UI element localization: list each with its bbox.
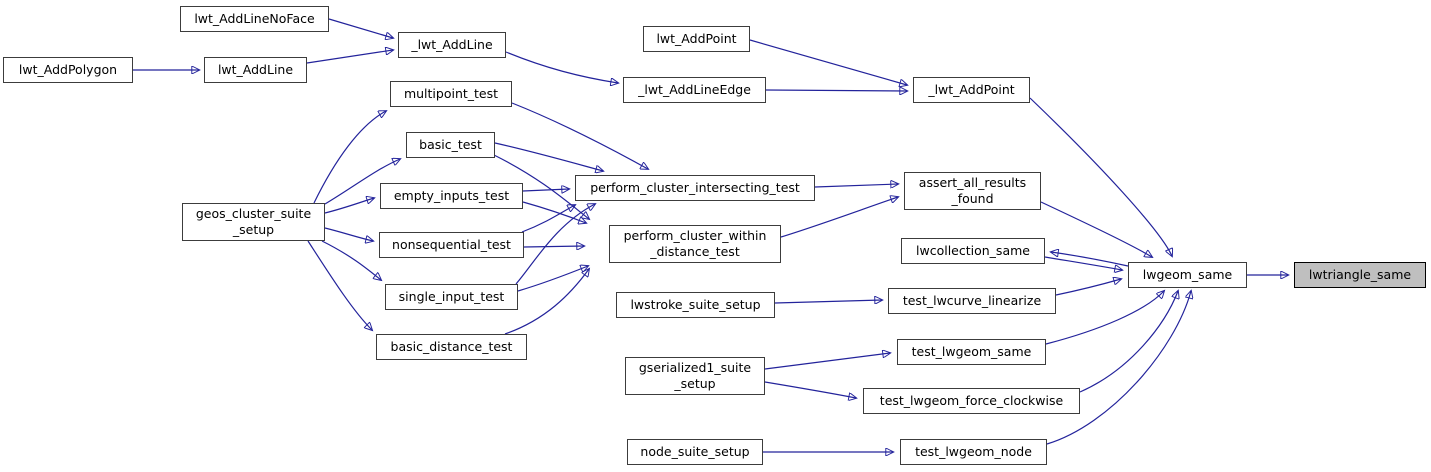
edge-test-lwcurve-linearize-to-lwgeom-same: [1055, 279, 1121, 296]
node-lwt-addpoint[interactable]: lwt_AddPoint: [643, 26, 750, 52]
edge-geos-cluster-suite-setup-to-empty-inputs-test: [324, 198, 374, 214]
node-label: test_lwgeom_force_clockwise: [879, 392, 1064, 408]
edge-test-lwgeom-force-clockwise-to-lwgeom-same: [1079, 291, 1178, 393]
node-lwt-addlinenoface[interactable]: lwt_AddLineNoFace: [180, 6, 329, 32]
edge-test-lwgeom-node-to-lwgeom-same: [1046, 291, 1191, 445]
node-label: lwt_AddPoint: [656, 30, 737, 46]
edge-basic-distance-test-to-perform-cluster-within-distance-test: [504, 269, 589, 335]
edge-lwcollection-same-to-lwgeom-same: [1044, 256, 1122, 270]
node-label: lwt_AddPolygon: [18, 61, 118, 77]
node-gserialized1-suite-setup[interactable]: gserialized1_suite _setup: [625, 357, 765, 395]
edge-geos-cluster-suite-setup-to-nonsequential-test: [324, 227, 373, 241]
edge-geos-cluster-suite-setup-to-basic-distance-test: [307, 240, 372, 330]
node-test-lwcurve-linearize[interactable]: test_lwcurve_linearize: [888, 288, 1056, 314]
node-test-lwgeom-same[interactable]: test_lwgeom_same: [897, 339, 1046, 365]
edge-perform-cluster-intersecting-test-to-assert-all-results-found: [814, 184, 898, 187]
edge-lwstroke-suite-setup-to-test-lwcurve-linearize: [774, 300, 882, 303]
node-label: _lwt_AddPoint: [928, 81, 1015, 97]
node-basic-test[interactable]: basic_test: [406, 132, 495, 158]
node-label: test_lwcurve_linearize: [902, 292, 1042, 308]
node-label: multipoint_test: [403, 85, 499, 101]
node-label: lwt_AddLineNoFace: [194, 10, 315, 26]
node-label: lwcollection_same: [916, 242, 1030, 258]
node-label: basic_distance_test: [390, 338, 513, 354]
node-label: single_input_test: [398, 288, 505, 304]
edge-multipoint-test-to-perform-cluster-intersecting-test: [511, 102, 648, 169]
edge-lwt-addpoint-impl-to-lwgeom-same: [1029, 97, 1172, 256]
node-label: nonsequential_test: [392, 236, 511, 252]
node-label: perform_cluster_within _distance_test: [623, 227, 767, 259]
node-lwtriangle-same: lwtriangle_same: [1294, 262, 1426, 288]
node-single-input-test[interactable]: single_input_test: [385, 284, 518, 310]
node-label: geos_cluster_suite _setup: [195, 205, 312, 237]
node-lwt-addlineedge[interactable]: _lwt_AddLineEdge: [623, 77, 766, 103]
node-lwstroke-suite-setup[interactable]: lwstroke_suite_setup: [616, 292, 775, 318]
node-label: lwt_AddLine: [217, 61, 294, 77]
edge-geos-cluster-suite-setup-to-multipoint-test: [313, 111, 386, 204]
node-lwt-addline[interactable]: lwt_AddLine: [204, 57, 307, 83]
edge-lwt-addlineedge-to-lwt-addpoint-impl: [765, 90, 907, 91]
edge-gserialized1-suite-setup-to-test-lwgeom-force-clockwise: [764, 381, 856, 398]
node-label: lwgeom_same: [1142, 266, 1233, 282]
node-label: _lwt_AddLineEdge: [638, 81, 751, 97]
node-label: lwstroke_suite_setup: [630, 296, 761, 312]
node-test-lwgeom-force-clockwise[interactable]: test_lwgeom_force_clockwise: [863, 388, 1080, 414]
node-perform-cluster-intersecting-test[interactable]: perform_cluster_intersecting_test: [575, 175, 815, 201]
node-multipoint-test[interactable]: multipoint_test: [390, 81, 512, 107]
edge-basic-test-to-perform-cluster-intersecting-test: [494, 142, 603, 171]
edge-lwt-addline-impl-to-lwt-addlineedge: [505, 51, 618, 83]
node-label: _lwt_AddLine: [411, 36, 493, 52]
edge-lwt-addlinenoface-to-lwt-addline-impl: [328, 18, 393, 38]
edge-single-input-test-to-perform-cluster-intersecting-test: [515, 204, 595, 285]
node-lwt-addpolygon[interactable]: lwt_AddPolygon: [3, 57, 133, 83]
edge-empty-inputs-test-to-perform-cluster-within-distance-test: [522, 201, 586, 223]
node-label: test_lwgeom_same: [911, 343, 1032, 359]
node-label: test_lwgeom_node: [915, 443, 1032, 459]
edge-perform-cluster-within-distance-test-to-assert-all-results-found: [780, 197, 898, 238]
edge-test-lwgeom-same-to-lwgeom-same: [1045, 291, 1164, 345]
node-lwt-addline-impl[interactable]: _lwt_AddLine: [398, 32, 506, 58]
edge-geos-cluster-suite-setup-to-basic-test: [324, 159, 400, 205]
node-perform-cluster-within-distance-test[interactable]: perform_cluster_within _distance_test: [609, 225, 781, 263]
edge-lwt-addline-to-lwt-addline-impl: [306, 50, 393, 64]
node-nonsequential-test[interactable]: nonsequential_test: [379, 232, 524, 258]
node-label: perform_cluster_intersecting_test: [590, 179, 800, 195]
node-node-suite-setup[interactable]: node_suite_setup: [627, 439, 763, 465]
edge-lwgeom-same-to-lwcollection-same: [1051, 252, 1129, 267]
node-basic-distance-test[interactable]: basic_distance_test: [376, 334, 527, 360]
node-label: basic_test: [419, 136, 482, 152]
edge-nonsequential-test-to-perform-cluster-within-distance-test: [523, 246, 584, 247]
edge-lwt-addpoint-to-lwt-addpoint-impl: [749, 39, 907, 85]
edge-geos-cluster-suite-setup-to-single-input-test: [321, 240, 381, 280]
node-label: assert_all_results _found: [918, 174, 1027, 206]
node-assert-all-results-found[interactable]: assert_all_results _found: [904, 172, 1041, 210]
node-label: empty_inputs_test: [393, 187, 510, 203]
node-empty-inputs-test[interactable]: empty_inputs_test: [380, 183, 523, 209]
node-geos-cluster-suite-setup[interactable]: geos_cluster_suite _setup: [182, 203, 325, 241]
edge-assert-all-results-found-to-lwgeom-same: [1040, 201, 1152, 257]
node-label: gserialized1_suite _setup: [638, 359, 752, 391]
node-label: node_suite_setup: [640, 443, 750, 459]
node-lwcollection-same[interactable]: lwcollection_same: [901, 238, 1045, 264]
node-test-lwgeom-node[interactable]: test_lwgeom_node: [900, 439, 1047, 465]
edge-gserialized1-suite-setup-to-test-lwgeom-same: [764, 353, 890, 370]
edge-empty-inputs-test-to-perform-cluster-intersecting-test: [522, 189, 569, 191]
edge-single-input-test-to-perform-cluster-within-distance-test: [517, 266, 588, 292]
node-lwgeom-same[interactable]: lwgeom_same: [1128, 262, 1247, 288]
node-lwt-addpoint-impl[interactable]: _lwt_AddPoint: [913, 77, 1030, 103]
edge-nonsequential-test-to-perform-cluster-intersecting-test: [521, 205, 575, 233]
node-label: lwtriangle_same: [1308, 266, 1412, 282]
